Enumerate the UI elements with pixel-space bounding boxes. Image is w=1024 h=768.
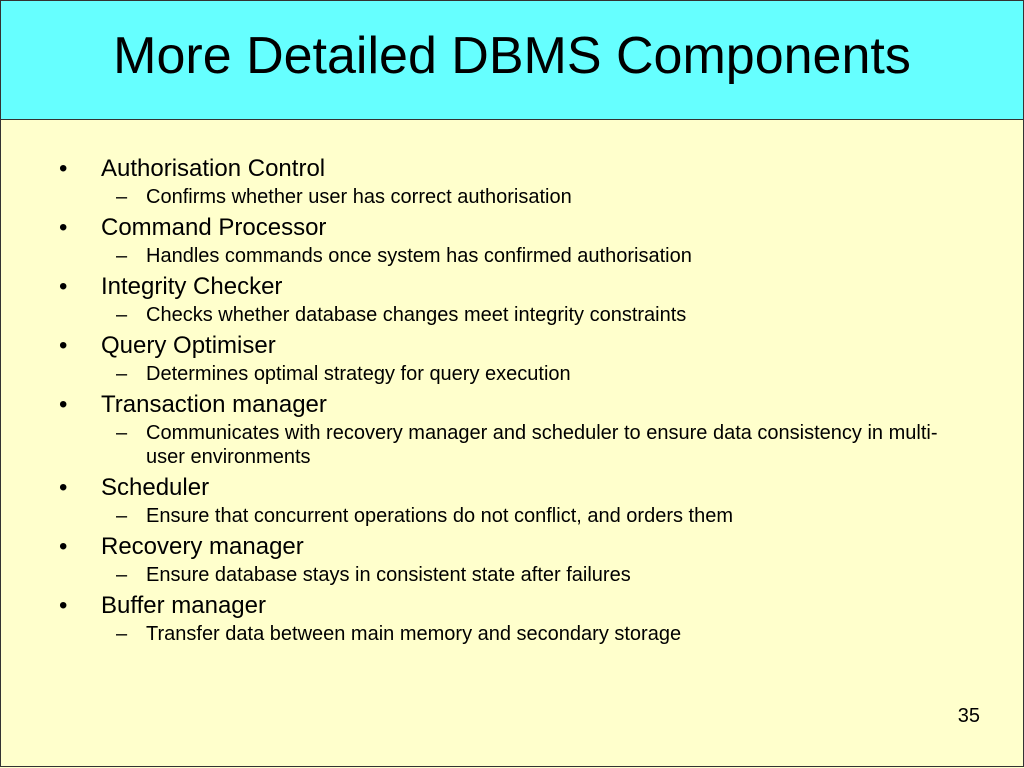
dash-icon: – xyxy=(116,363,128,385)
sub-item-text: Determines optimal strategy for query ex… xyxy=(146,363,571,385)
dash-icon: – xyxy=(116,505,128,527)
sub-item: – Checks whether database changes meet i… xyxy=(101,303,959,327)
bullet-icon: • xyxy=(59,533,68,560)
list-item: • Transaction manager – Communicates wit… xyxy=(59,390,959,469)
dash-icon: – xyxy=(116,186,128,208)
item-label: Transaction manager xyxy=(101,391,327,418)
sub-item-text: Ensure database stays in consistent stat… xyxy=(146,564,631,586)
sub-item: – Determines optimal strategy for query … xyxy=(101,362,959,386)
bullet-icon: • xyxy=(59,391,68,418)
list-item: • Query Optimiser – Determines optimal s… xyxy=(59,331,959,386)
sub-item: – Handles commands once system has confi… xyxy=(101,244,959,268)
sub-item: – Confirms whether user has correct auth… xyxy=(101,185,959,209)
dash-icon: – xyxy=(116,304,128,326)
dash-icon: – xyxy=(116,623,128,645)
sub-item-text: Checks whether database changes meet int… xyxy=(146,304,687,326)
item-label: Query Optimiser xyxy=(101,332,276,359)
sub-item-text: Confirms whether user has correct author… xyxy=(146,186,572,208)
list-item: • Recovery manager – Ensure database sta… xyxy=(59,532,959,587)
bullet-list: • Authorisation Control – Confirms wheth… xyxy=(59,154,959,650)
title-bar: More Detailed DBMS Components xyxy=(0,0,1024,120)
dash-icon: – xyxy=(116,422,128,444)
list-item: • Integrity Checker – Checks whether dat… xyxy=(59,272,959,327)
item-label: Scheduler xyxy=(101,474,210,501)
list-item: • Authorisation Control – Confirms wheth… xyxy=(59,154,959,209)
bullet-icon: • xyxy=(59,273,68,300)
sub-item-text: Ensure that concurrent operations do not… xyxy=(146,505,734,527)
list-item: • Scheduler – Ensure that concurrent ope… xyxy=(59,473,959,528)
item-label: Buffer manager xyxy=(101,592,266,619)
list-item: • Buffer manager – Transfer data between… xyxy=(59,591,959,646)
bullet-icon: • xyxy=(59,155,68,182)
item-label: Command Processor xyxy=(101,214,327,241)
sub-item: – Ensure database stays in consistent st… xyxy=(101,563,959,587)
list-item: • Command Processor – Handles commands o… xyxy=(59,213,959,268)
sub-item-text: Communicates with recovery manager and s… xyxy=(146,422,938,468)
page-number: 35 xyxy=(957,705,980,727)
slide-title: More Detailed DBMS Components xyxy=(113,27,911,85)
sub-item: – Ensure that concurrent operations do n… xyxy=(101,504,959,528)
sub-item-text: Handles commands once system has confirm… xyxy=(146,245,692,267)
dash-icon: – xyxy=(116,245,128,267)
slide-body: • Authorisation Control – Confirms wheth… xyxy=(0,120,1024,767)
bullet-icon: • xyxy=(59,214,68,241)
sub-item: – Transfer data between main memory and … xyxy=(101,622,959,646)
dash-icon: – xyxy=(116,564,128,586)
item-label: Authorisation Control xyxy=(101,155,326,182)
item-label: Integrity Checker xyxy=(101,273,283,300)
sub-item-text: Transfer data between main memory and se… xyxy=(146,623,682,645)
item-label: Recovery manager xyxy=(101,533,304,560)
bullet-icon: • xyxy=(59,332,68,359)
sub-item: – Communicates with recovery manager and… xyxy=(101,421,959,469)
bullet-icon: • xyxy=(59,592,68,619)
bullet-icon: • xyxy=(59,474,68,501)
